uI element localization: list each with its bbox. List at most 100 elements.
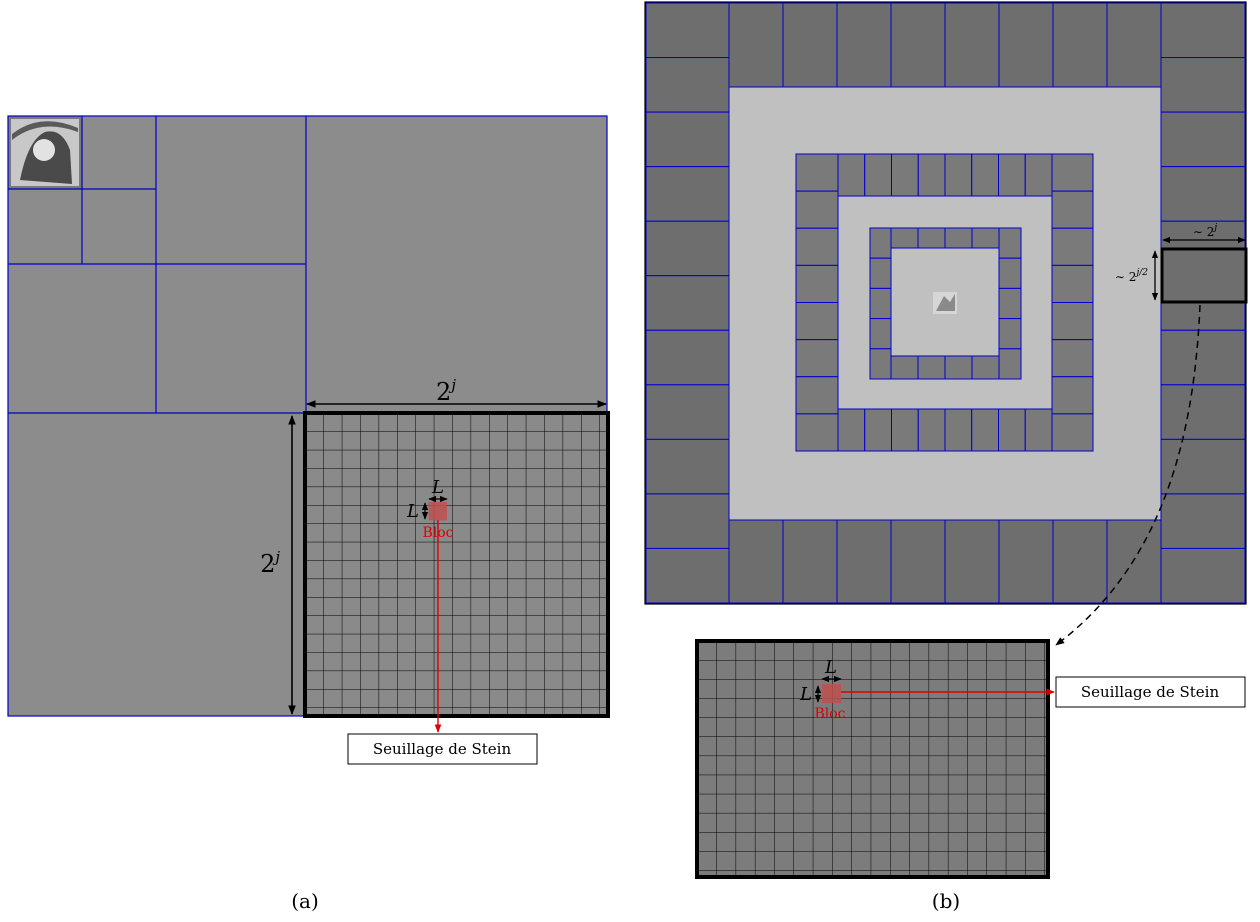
lena-thumbnail: [11, 119, 79, 186]
curvelet-wedge-outer-top: [837, 3, 891, 87]
curvelet-wedge-middle-top: [838, 154, 865, 196]
curvelet-wedge-middle-top: [945, 154, 972, 196]
curvelet-wedge-outer-right: [1161, 112, 1245, 167]
panel-a-caption: (a): [291, 889, 319, 913]
curvelet-wedge-inner-top: [945, 228, 972, 248]
curvelet-wedge-outer-left: [646, 330, 729, 385]
curvelet-wedge-middle-left: [796, 414, 838, 451]
panel-b-caption: (b): [932, 889, 960, 913]
bloc-label-b: Bloc: [814, 706, 845, 722]
curvelet-wedge-outer-bottom: [1107, 520, 1161, 603]
curvelet-wedge-outer-top: [1053, 3, 1107, 87]
curvelet-wedge-middle-top: [865, 154, 892, 196]
curvelet-wedge-inner-bottom: [891, 356, 918, 379]
curvelet-wedge-middle-right: [1052, 303, 1093, 340]
curvelet-wedge-inner-bottom: [918, 356, 945, 379]
curvelet-wedge-outer-bottom: [837, 520, 891, 603]
curvelet-wedge-middle-bottom: [918, 409, 945, 451]
block-height-label-b: L: [799, 684, 812, 705]
subband-level2-v: [8, 264, 156, 413]
curvelet-wedge-outer-bottom: [783, 520, 837, 603]
curvelet-wedge-middle-bottom: [865, 409, 892, 451]
bloc-highlight-b: [822, 684, 841, 703]
threshold-label: Seuillage de Stein: [373, 740, 512, 758]
curvelet-wedge-outer-left: [646, 221, 729, 276]
curvelet-wedge-middle-bottom: [999, 409, 1026, 451]
curvelet-wedge-outer-left: [646, 276, 729, 331]
curvelet-wedge-outer-top: [891, 3, 945, 87]
curvelet-wedge-outer-right: [1161, 330, 1245, 385]
curvelet-wedge-middle-right: [1052, 228, 1093, 265]
subband-level3-d: [82, 189, 156, 264]
curvelet-wedge-middle-top: [918, 154, 945, 196]
block-width-label-b: L: [824, 657, 837, 678]
curvelet-wedge-middle-bottom: [892, 409, 919, 451]
curvelet-wedge-outer-bottom: [1053, 520, 1107, 603]
curvelet-wedge-outer-right: [1161, 494, 1245, 549]
zoomed-subband-grid: [697, 641, 1048, 877]
curvelet-decomposition: ∼ 2j ∼ 2j/2 L L Bloc Seuillage de Stein …: [645, 2, 1246, 913]
curvelet-wedge-middle-right: [1052, 414, 1093, 451]
selected-curvelet-subband: [1162, 249, 1246, 302]
curvelet-wedge-outer-left: [646, 439, 729, 494]
subband-level2-d: [156, 264, 306, 413]
curvelet-wedge-inner-bottom: [945, 356, 972, 379]
curvelet-wedge-middle-left: [796, 303, 838, 340]
curvelet-wedge-inner-left: [870, 228, 891, 258]
curvelet-wedge-inner-left: [870, 258, 891, 288]
curvelet-wedge-outer-left: [646, 548, 729, 603]
curvelet-wedge-middle-left: [796, 154, 838, 191]
curvelet-wedge-outer-top: [783, 3, 837, 87]
curvelet-wedge-outer-bottom: [999, 520, 1053, 603]
curvelet-wedge-outer-right: [1161, 548, 1245, 603]
curvelet-wedge-inner-right: [999, 288, 1021, 318]
curvelet-wedge-inner-left: [870, 349, 891, 379]
curvelet-wedge-inner-right: [999, 319, 1021, 349]
subband-width-label: ∼ 2j: [1193, 223, 1218, 239]
curvelet-wedge-outer-right: [1161, 439, 1245, 494]
curvelet-wedge-outer-top: [945, 3, 999, 87]
curvelet-wedge-middle-bottom: [972, 409, 999, 451]
curvelet-wedge-middle-bottom: [1025, 409, 1052, 451]
curvelet-wedge-middle-left: [796, 228, 838, 265]
block-width-label: L: [431, 477, 444, 498]
curvelet-wedge-middle-left: [796, 340, 838, 377]
curvelet-wedge-inner-top: [972, 228, 999, 248]
curvelet-wedge-middle-bottom: [945, 409, 972, 451]
curvelet-wedge-middle-left: [796, 377, 838, 414]
subband-level3-v: [8, 189, 82, 264]
curvelet-wedge-middle-bottom: [838, 409, 865, 451]
curvelet-wedge-middle-top: [999, 154, 1026, 196]
subband-level3-h: [82, 116, 156, 189]
lowpass-thumbnail: [933, 292, 957, 314]
curvelet-wedge-middle-top: [972, 154, 999, 196]
curvelet-wedge-outer-left: [646, 58, 729, 113]
block-height-label: L: [406, 501, 419, 522]
curvelet-wedge-middle-right: [1052, 154, 1093, 191]
curvelet-wedge-outer-left: [646, 167, 729, 222]
curvelet-wedge-outer-top: [1107, 3, 1161, 87]
curvelet-wedge-outer-top: [729, 3, 783, 87]
curvelet-wedge-outer-bottom: [891, 520, 945, 603]
curvelet-wedge-middle-left: [796, 191, 838, 228]
curvelet-wedge-inner-top: [918, 228, 945, 248]
curvelet-wedge-inner-left: [870, 288, 891, 318]
curvelet-wedge-outer-bottom: [729, 520, 783, 603]
curvelet-wedge-outer-right: [1161, 58, 1245, 113]
diagonal-subband-grid: [305, 413, 608, 716]
curvelet-wedge-inner-right: [999, 228, 1021, 258]
curvelet-wedge-middle-right: [1052, 265, 1093, 302]
subband-level2-h: [156, 116, 306, 264]
curvelet-wedge-outer-left: [646, 3, 729, 58]
curvelet-wedge-middle-top: [1025, 154, 1052, 196]
curvelet-wedge-inner-top: [891, 228, 918, 248]
curvelet-wedge-inner-right: [999, 349, 1021, 379]
curvelet-wedge-inner-right: [999, 258, 1021, 288]
curvelet-wedge-middle-top: [892, 154, 919, 196]
wavelet-decomposition: 2j 2j L L Bloc Seuillage de Stein (a): [8, 116, 608, 913]
curvelet-wedge-outer-right: [1161, 167, 1245, 222]
subband-level1-h: [306, 116, 607, 413]
curvelet-wedge-outer-bottom: [945, 520, 999, 603]
threshold-label-b: Seuillage de Stein: [1081, 683, 1220, 701]
curvelet-wedge-middle-right: [1052, 377, 1093, 414]
